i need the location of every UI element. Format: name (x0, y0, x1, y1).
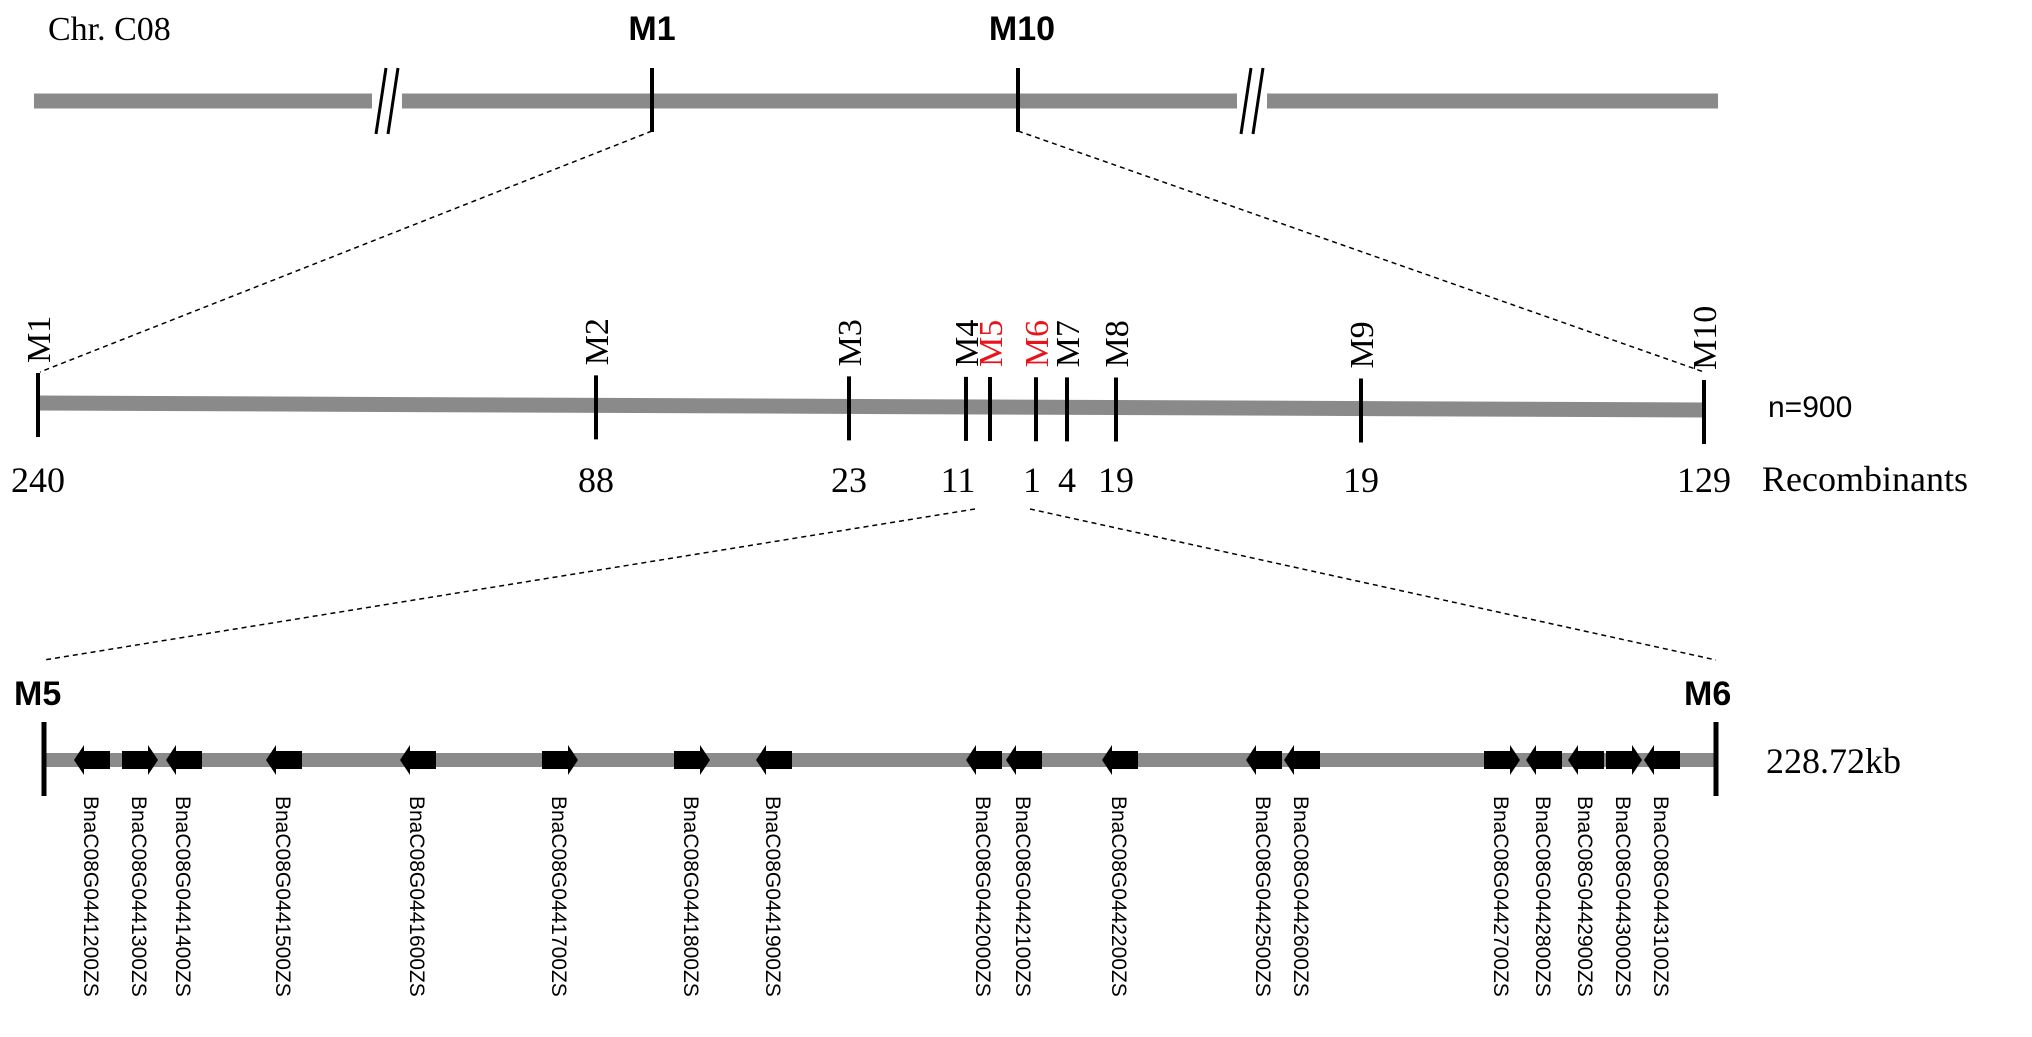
gene-label: BnaC08G0442700ZS (1489, 796, 1512, 997)
chromosome-overview: Chr. C08 M1 M10 (34, 10, 1718, 135)
fine-map-marker-m7: M7 (1050, 320, 1087, 367)
zoom-guide-right (1017, 130, 1705, 373)
zoom-guide-left (39, 130, 653, 373)
candidate-left-marker: M5 (14, 675, 61, 713)
gene-arrow-right (542, 745, 578, 775)
fine-map-marker-m8: M8 (1099, 320, 1136, 367)
chromosome-break-right (1237, 67, 1267, 135)
chromosome-marker-m10: M10 (989, 10, 1055, 48)
gene-label: BnaC08G0441800ZS (679, 796, 702, 997)
gene-label: BnaC08G0442500ZS (1251, 796, 1274, 997)
gene-label: BnaC08G0441300ZS (127, 796, 150, 997)
gene-arrow-left (756, 745, 792, 775)
gene-arrow-left (1526, 745, 1562, 775)
fine-map-marker-m3: M3 (832, 319, 869, 366)
gene-label: BnaC08G0441600ZS (405, 796, 428, 997)
gene-label: BnaC08G0442800ZS (1531, 796, 1554, 997)
gene-arrow-left (966, 745, 1002, 775)
gene-list: BnaC08G0441200ZS BnaC08G0441300ZS BnaC08G0… (74, 745, 1680, 997)
chromosome-break-left (372, 67, 402, 135)
gene-label: BnaC08G0443000ZS (1611, 796, 1634, 997)
fine-map-marker-m2: M2 (579, 318, 616, 365)
gene-label: BnaC08G0441200ZS (79, 796, 102, 997)
candidate-right-marker: M6 (1684, 675, 1731, 713)
recombinants-label: Recombinants (1762, 459, 1968, 499)
recombinant-count-m10: 129 (1677, 460, 1731, 500)
recombinant-count-m9: 19 (1343, 460, 1379, 500)
gene-label: BnaC08G0441700ZS (547, 796, 570, 997)
chromosome-name: Chr. C08 (48, 11, 171, 48)
gene-arrow-right (1484, 745, 1520, 775)
gene-arrow-left (400, 745, 436, 775)
fine-map-marker-m4: M4 (949, 320, 986, 367)
recombinant-count-m1: 240 (11, 460, 65, 500)
gene-label: BnaC08G0443100ZS (1649, 796, 1672, 997)
gene-label: BnaC08G0441400ZS (171, 796, 194, 997)
gene-arrow-left (1284, 745, 1320, 775)
gene-label: BnaC08G0441500ZS (271, 796, 294, 997)
gene-arrow-left (1006, 745, 1042, 775)
chromosome-marker-m1: M1 (628, 10, 675, 48)
zoom-guide-region-left (43, 508, 976, 661)
gene-arrow-left (1246, 745, 1282, 775)
candidate-region-size: 228.72kb (1766, 741, 1901, 781)
gene-arrow-left (1102, 745, 1138, 775)
gene-label: BnaC08G0442900ZS (1573, 796, 1596, 997)
gene-arrow-right (674, 745, 710, 775)
fine-map-marker-m10: M10 (1687, 306, 1724, 370)
gene-label: BnaC08G0442200ZS (1107, 796, 1130, 997)
fine-map-marker-m9: M9 (1344, 321, 1381, 368)
recombinant-count-m6: 1 (1023, 460, 1041, 500)
gene-label: BnaC08G0442000ZS (971, 796, 994, 997)
recombinant-count-m2: 88 (578, 460, 614, 500)
fine-map-bar (37, 395, 1705, 418)
zoom-guide-region-right (1029, 508, 1717, 661)
gene-arrow-left (166, 745, 202, 775)
gene-arrow-right (122, 745, 158, 775)
fine-map-marker-m1: M1 (21, 316, 58, 363)
gene-label: BnaC08G0441900ZS (761, 796, 784, 997)
recombinant-count-m4: 11 (941, 460, 976, 500)
gene-label: BnaC08G0442100ZS (1011, 796, 1034, 997)
recombinant-count-m7: 4 (1058, 460, 1076, 500)
gene-label: BnaC08G0442600ZS (1289, 796, 1312, 997)
gene-arrow-left (1568, 745, 1604, 775)
gene-arrow-left (266, 745, 302, 775)
gene-arrow-left (74, 745, 110, 775)
recombinant-count-m8: 19 (1098, 460, 1134, 500)
gene-arrow-right (1606, 745, 1642, 775)
recombinant-count-m3: 23 (831, 460, 867, 500)
fine-map-marker-m6: M6 (1019, 320, 1056, 367)
population-size: n=900 (1768, 391, 1852, 424)
gene-arrow-left (1644, 745, 1680, 775)
fine-map-marker-m5: M5 (973, 320, 1010, 367)
